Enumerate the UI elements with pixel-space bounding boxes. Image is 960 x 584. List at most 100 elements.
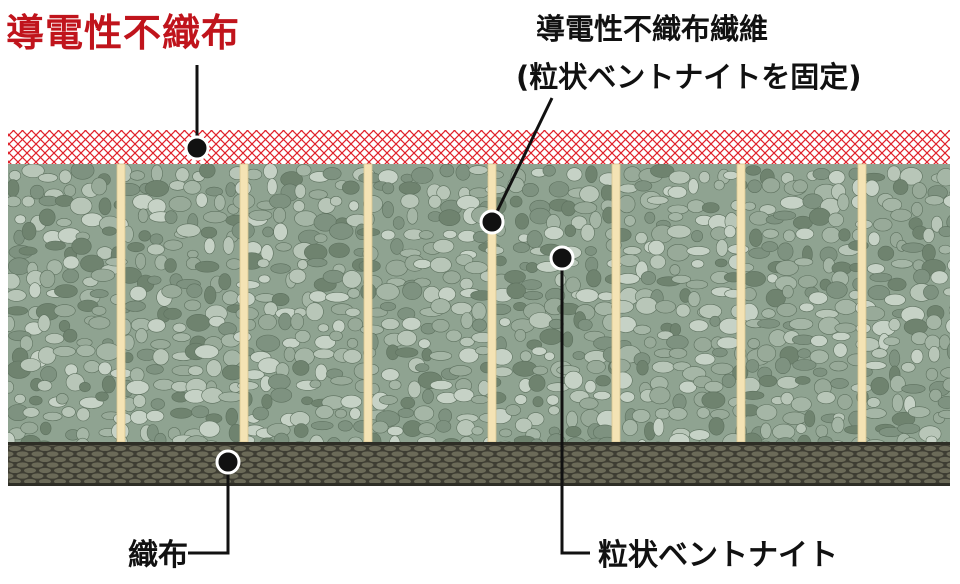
bentonite-granule [219,274,231,290]
bentonite-granule [596,375,611,386]
bentonite-granule [381,369,399,381]
bentonite-granule [457,420,475,436]
bentonite-granule [513,243,529,253]
bentonite-granule [253,407,269,420]
bentonite-granule [929,346,940,362]
bentonite-granule [749,229,762,247]
bentonite-granule [540,329,563,345]
bentonite-granule [460,278,473,289]
bentonite-granule [223,237,234,255]
bentonite-granule [264,164,278,180]
bentonite-granule [947,342,958,360]
bentonite-granule [757,345,776,362]
label-conductive-fiber: 導電性不織布繊維 [536,6,768,48]
bentonite-granule [826,282,847,299]
bentonite-granule [688,292,700,307]
bentonite-granule [401,194,419,208]
bentonite-granule [22,196,34,207]
bentonite-granule [566,426,581,437]
bentonite-granule [393,217,404,230]
bentonite-granule [941,367,960,378]
bentonite-granule [515,213,528,229]
bentonite-granule [443,230,457,238]
bentonite-granule [938,396,955,408]
bentonite-granule [687,246,710,255]
bentonite-granule [925,196,944,205]
bentonite-granule [791,397,811,412]
bentonite-granule [316,406,334,419]
bentonite-granule [274,223,288,240]
bentonite-granule [23,408,39,418]
bentonite-granule [379,395,397,404]
bentonite-granule [91,269,115,281]
bentonite-granule [795,376,810,384]
bentonite-granule [694,338,712,352]
bentonite-granule [150,234,163,245]
conductive-fiber [488,164,496,442]
bentonite-granule [645,212,655,223]
bentonite-granule [773,211,795,220]
bentonite-granule [63,256,79,269]
bentonite-granule [45,241,65,250]
label-granular-bentonite: 粒状ベントナイト [598,530,838,574]
bentonite-granule [529,375,545,392]
bentonite-granule [533,366,548,375]
bentonite-granule [419,423,436,435]
bentonite-granule [176,168,189,182]
bentonite-granule [892,394,903,412]
bentonite-granule [222,291,238,305]
bentonite-granule [330,223,354,240]
bentonite-granule [867,264,884,274]
bentonite-granule [650,255,666,269]
bentonite-granule [342,181,359,194]
bentonite-granule [54,305,75,317]
bentonite-granule [822,227,840,243]
bentonite-granule [318,324,329,332]
bentonite-granule [346,308,361,316]
bentonite-granule [669,213,683,222]
bentonite-granule [165,211,177,224]
bentonite-granule [38,173,57,182]
bentonite-granule [635,181,652,191]
bentonite-granule [775,358,790,374]
bentonite-granule [653,418,664,436]
bentonite-granule [623,247,641,255]
bentonite-granule [165,259,177,273]
bentonite-granule [922,244,935,261]
bentonite-granule [652,361,674,373]
bentonite-granule [271,264,291,274]
bentonite-granule [676,304,690,317]
bentonite-granule [397,330,416,346]
bentonite-granule [931,271,948,284]
bentonite-granule [335,409,347,418]
bentonite-granule [748,338,760,348]
bentonite-granule [585,246,596,255]
bentonite-granule [669,171,690,184]
bentonite-granule [619,195,636,212]
bentonite-granule [762,309,776,319]
bentonite-granule [529,313,552,329]
bentonite-granule [944,195,960,208]
bentonite-granule [440,164,454,177]
bentonite-granule [162,285,182,298]
bentonite-granule [885,294,906,306]
bentonite-granule [136,253,146,269]
bentonite-granule [398,408,414,417]
bentonite-granule [783,230,795,242]
bentonite-granule [803,194,823,209]
bentonite-granule [636,232,648,244]
bentonite-granule [667,335,689,349]
bentonite-granule [169,196,191,211]
bentonite-granule [419,231,433,240]
bentonite-granule [923,285,938,299]
bentonite-granule [187,284,202,298]
bentonite-granule [543,165,556,176]
bentonite-granule [641,271,656,284]
bentonite-granule [446,330,461,342]
bentonite-granule [624,167,641,182]
bentonite-granule [19,247,37,255]
bentonite-granule [96,392,109,401]
bentonite-granule [226,259,241,270]
bentonite-granule [96,343,120,361]
bentonite-granule [573,351,585,359]
